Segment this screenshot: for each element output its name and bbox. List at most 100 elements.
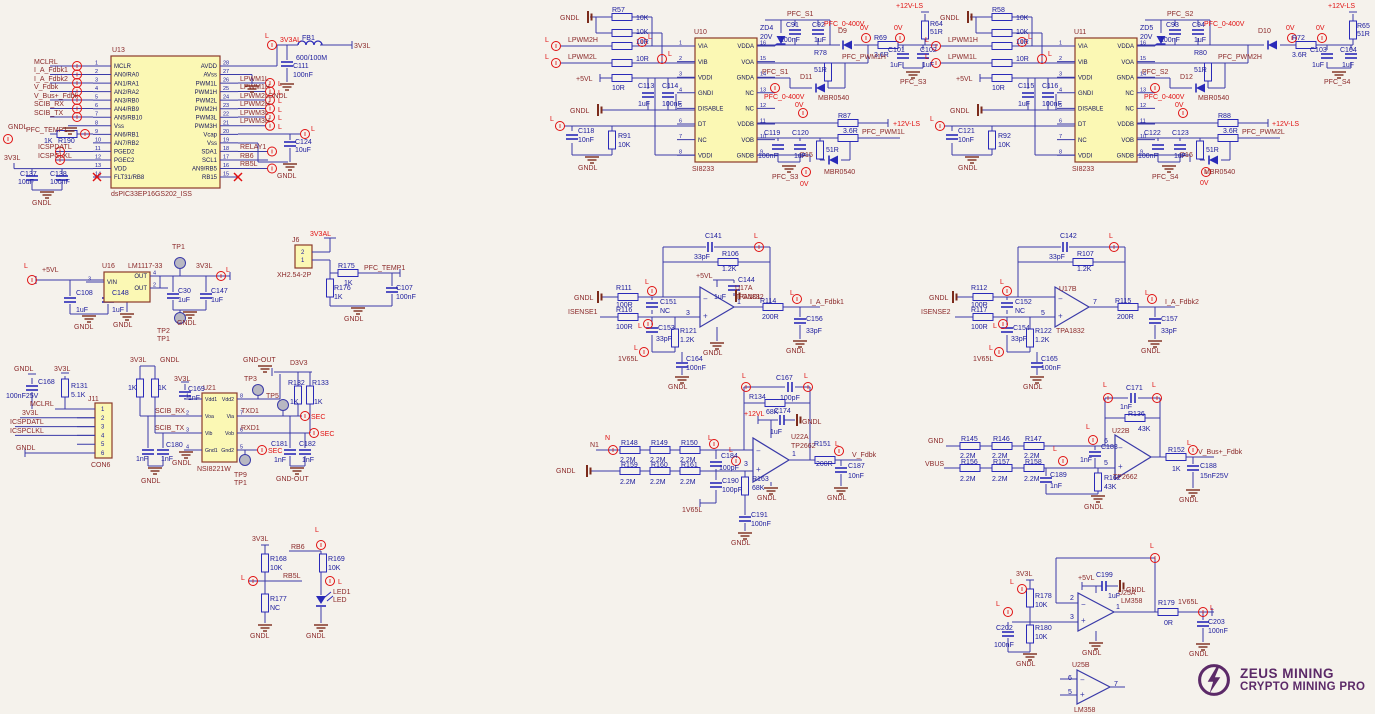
- label: L: [1086, 424, 1090, 431]
- label: 4: [679, 87, 682, 93]
- label: 100pF: [722, 487, 742, 494]
- label: NC: [745, 107, 754, 113]
- label: L: [645, 279, 649, 286]
- label: VDDI: [698, 75, 713, 81]
- label: VDD: [114, 167, 127, 173]
- resistor: [1165, 453, 1187, 461]
- label: 15: [760, 56, 766, 62]
- label: C93: [1166, 22, 1179, 29]
- label: SEC: [320, 431, 334, 438]
- resistor: [1026, 624, 1034, 644]
- label: R177: [270, 596, 287, 603]
- label: L: [1010, 579, 1014, 586]
- net-flag-icon: [754, 242, 764, 252]
- label: 1nF: [1120, 404, 1132, 411]
- label: VIB: [698, 60, 708, 66]
- label: GNDL: [8, 124, 28, 131]
- label: RB6: [291, 544, 305, 551]
- label: 200R: [762, 314, 779, 321]
- label: L: [1210, 605, 1214, 612]
- label: 1K: [128, 385, 137, 392]
- label: 9: [95, 129, 98, 135]
- label: 3: [88, 277, 91, 283]
- label: R158: [1025, 459, 1042, 466]
- label: 51R: [814, 67, 827, 74]
- label: PFC_S1: [787, 11, 814, 18]
- resistor: [741, 476, 749, 496]
- resistor: [1204, 62, 1212, 82]
- label: R190: [58, 138, 75, 145]
- label: 3V3L: [22, 410, 38, 417]
- label: C151: [660, 299, 677, 306]
- label: C94: [1192, 22, 1205, 29]
- resistor: [1094, 472, 1102, 492]
- label: C174: [774, 408, 791, 415]
- label: 1uF: [1194, 37, 1206, 44]
- label: 10uF: [295, 147, 311, 154]
- net-flag-icon: [309, 428, 319, 438]
- label: 8: [1059, 150, 1062, 156]
- label: +12V-LS: [1328, 3, 1355, 10]
- label: 33pF: [1049, 254, 1065, 261]
- label: 33pF: [1161, 328, 1177, 335]
- label: 14: [1140, 72, 1146, 78]
- label: 100pF: [780, 395, 800, 402]
- label: N1: [590, 442, 599, 449]
- resistor: [136, 378, 144, 398]
- label: 1uF: [794, 153, 806, 160]
- net-flag-icon: [647, 286, 657, 296]
- label: 2: [679, 56, 682, 62]
- label: Voa: [205, 414, 214, 420]
- label: L: [1187, 440, 1191, 447]
- label: 2.2M: [960, 453, 976, 460]
- label: 100nF: [758, 153, 778, 160]
- label: GNDL: [277, 173, 297, 180]
- net-flag-icon: [803, 382, 813, 392]
- label: C152: [1015, 299, 1032, 306]
- label: MCLR: [114, 64, 132, 70]
- label: C115: [1018, 83, 1034, 90]
- label: 51R: [826, 147, 839, 154]
- label: R152: [1168, 447, 1185, 454]
- label: C180: [166, 442, 183, 449]
- resistor: [1217, 134, 1239, 142]
- resistor: [617, 293, 639, 301]
- zeus-mining-logo: ZEUS MINING CRYPTO MINING PRO: [1196, 662, 1365, 698]
- resistor: [337, 269, 359, 277]
- label: Vdd1: [205, 397, 217, 403]
- label: R111: [616, 285, 632, 292]
- label: U17B: [1059, 286, 1077, 293]
- label: GNDB: [1117, 153, 1134, 159]
- label: GNDL: [940, 15, 960, 22]
- label: 19: [223, 137, 229, 143]
- resistor: [991, 74, 1013, 82]
- net-flag-icon: [657, 54, 667, 64]
- net-flag-icon: [1198, 607, 1208, 617]
- label: 100nF: [1160, 37, 1180, 44]
- diode-icon: [816, 83, 825, 93]
- net-flag-icon: [834, 446, 844, 456]
- label: 1uF: [638, 101, 650, 108]
- label: L: [1048, 51, 1052, 58]
- label: 3V3L: [1016, 571, 1032, 578]
- label: 3: [1059, 72, 1062, 78]
- label: 10uF: [18, 179, 34, 186]
- label: 2.2M: [992, 476, 1008, 483]
- label: 1K: [44, 138, 53, 145]
- label: TP1: [157, 336, 170, 343]
- label: R157: [993, 459, 1010, 466]
- label: C169: [188, 386, 205, 393]
- label: C124: [295, 139, 312, 146]
- label: PFC_S3: [772, 174, 799, 181]
- label: −: [756, 447, 761, 456]
- label: Vss: [114, 124, 124, 130]
- diode-icon: [1209, 155, 1218, 165]
- resistor: [824, 62, 832, 82]
- label: GNDL: [958, 165, 978, 172]
- label: 1K: [1172, 466, 1181, 473]
- label: R148: [621, 440, 638, 447]
- label: 5: [679, 103, 682, 109]
- label: SEC: [311, 414, 325, 421]
- label: AN4/RB9: [114, 107, 140, 113]
- label: +: [1080, 690, 1085, 699]
